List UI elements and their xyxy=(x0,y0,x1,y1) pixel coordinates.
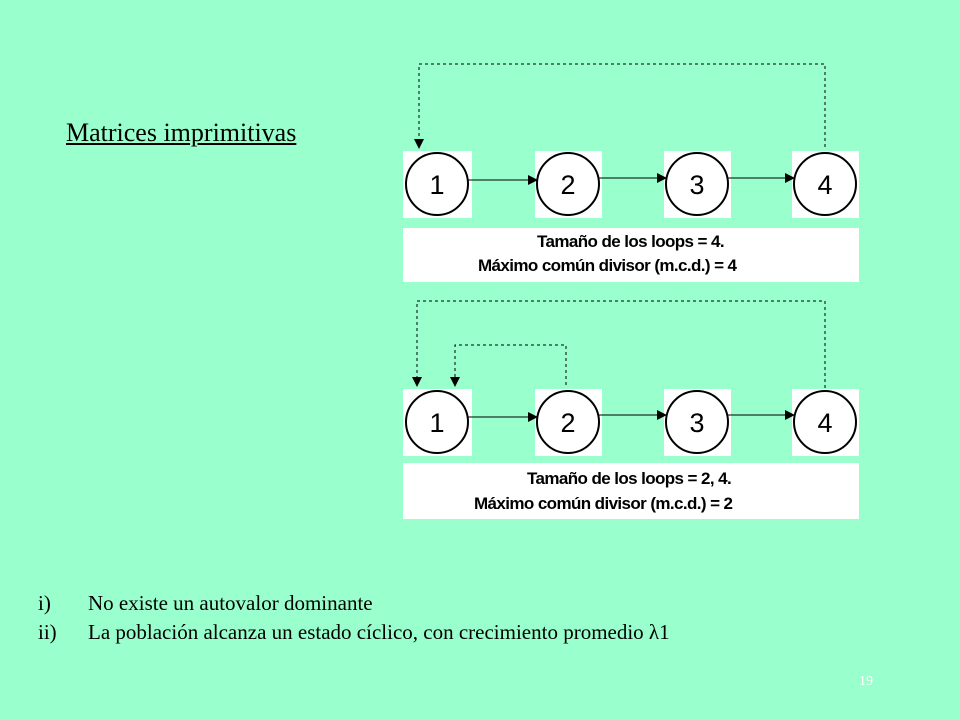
caption-box-1: Tamaño de los loops = 4. Máximo común di… xyxy=(403,228,859,282)
node-4-label: 4 xyxy=(817,408,832,438)
caption-2-line-1: Tamaño de los loops = 2, 4. xyxy=(527,469,731,488)
conclusions-list: i) No existe un autovalor dominante ii) … xyxy=(38,589,670,647)
node-box-3: 3 xyxy=(664,389,731,456)
node-box-2: 2 xyxy=(535,389,602,456)
node-box-1: 1 xyxy=(403,389,472,456)
node-box-4: 4 xyxy=(792,151,859,218)
caption-1-line-2: Máximo común divisor (m.c.d.) = 4 xyxy=(478,256,738,275)
node-2-label: 2 xyxy=(560,170,575,200)
list-item-text: No existe un autovalor dominante xyxy=(88,591,373,615)
list-item: i) No existe un autovalor dominante xyxy=(38,589,670,618)
node-2-label: 2 xyxy=(560,408,575,438)
loop-arrow-2-to-1 xyxy=(450,344,567,387)
node-box-2: 2 xyxy=(535,151,602,218)
node-box-4: 4 xyxy=(792,389,859,456)
node-3-label: 3 xyxy=(689,408,704,438)
node-1-label: 1 xyxy=(429,170,444,200)
node-3-label: 3 xyxy=(689,170,704,200)
caption-box-2: Tamaño de los loops = 2, 4. Máximo común… xyxy=(403,463,859,519)
list-marker: i) xyxy=(38,591,51,615)
loop-arrow-4-to-1 xyxy=(412,300,826,388)
node-box-1: 1 xyxy=(403,151,472,218)
list-marker: ii) xyxy=(38,620,57,644)
node-1-label: 1 xyxy=(429,408,444,438)
caption-1-line-1: Tamaño de los loops = 4. xyxy=(537,232,724,251)
node-box-3: 3 xyxy=(664,151,731,218)
diagram-2: 1 2 3 4 Tamaño de los loops = 2, 4. Máxi… xyxy=(403,300,859,519)
page-number: 19 xyxy=(859,674,873,689)
caption-2-line-2: Máximo común divisor (m.c.d.) = 2 xyxy=(474,494,733,513)
slide-title: Matrices imprimitivas xyxy=(66,118,297,147)
loop-arrow-4-to-1 xyxy=(414,63,826,149)
node-4-label: 4 xyxy=(817,170,832,200)
list-item-text: La población alcanza un estado cíclico, … xyxy=(88,620,670,644)
diagram-1: 1 2 3 4 Tamaño de los loops = 4. Máximo … xyxy=(403,63,859,282)
list-item: ii) La población alcanza un estado cícli… xyxy=(38,618,670,647)
